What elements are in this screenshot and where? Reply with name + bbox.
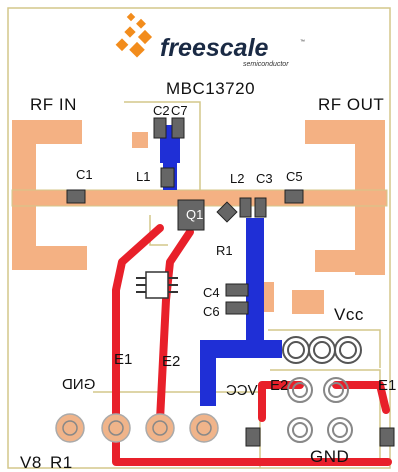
gnd-connectors xyxy=(287,377,353,443)
right-bottom-component xyxy=(379,427,395,447)
rf-in-pads xyxy=(12,120,87,270)
l2-label: L2 xyxy=(230,171,245,186)
small-ic xyxy=(136,271,178,299)
c4-component xyxy=(225,283,249,297)
header-connector-hole xyxy=(62,420,78,436)
e1-trace xyxy=(112,224,164,424)
v8-label: V8 xyxy=(20,453,42,472)
c1-component xyxy=(66,189,86,204)
vcc-connector-ring xyxy=(339,341,357,359)
gnd-connector-ring xyxy=(327,417,353,443)
header-connector-pad xyxy=(101,413,131,443)
vcc-connector-ring xyxy=(282,336,310,364)
small-ic-body xyxy=(145,271,169,299)
logo-square xyxy=(129,41,145,58)
e2-label: E2 xyxy=(162,353,181,370)
vcc-connector-ring xyxy=(313,341,331,359)
top-stub-outline xyxy=(124,101,201,190)
freescale-swoosh-icon xyxy=(115,12,153,58)
c7-component xyxy=(171,117,185,139)
board-outlines xyxy=(7,7,391,469)
logo-square xyxy=(137,29,153,45)
header-connectors xyxy=(55,413,219,443)
gnd-connector-ring xyxy=(328,382,344,398)
mirrored-gnd-label: GND xyxy=(62,376,96,393)
logo-brand: freescale xyxy=(160,34,269,62)
mirrored-vcc-label: VCC xyxy=(226,382,258,399)
logo-subtitle: semiconductor xyxy=(243,61,289,68)
l1-component xyxy=(160,167,175,188)
e1-label: E1 xyxy=(114,351,133,368)
c3-component xyxy=(254,197,267,218)
rf-in-pad-bottom xyxy=(12,246,87,270)
l1-pad xyxy=(132,132,148,148)
logo-trademark: ™ xyxy=(300,39,305,45)
header-connector-pad xyxy=(189,413,219,443)
vcc-connectors xyxy=(282,336,362,364)
vcc-connector-ring xyxy=(287,341,305,359)
e2-right-label: E2 xyxy=(270,377,289,394)
header-connector-hole xyxy=(108,420,124,436)
logo-square xyxy=(136,18,146,29)
r1-component xyxy=(216,201,238,223)
vcc-label: Vcc xyxy=(334,305,364,324)
header-connector-pad xyxy=(55,413,85,443)
logo-square xyxy=(124,26,136,38)
vcc-side-pad xyxy=(292,290,324,314)
component-bodies xyxy=(66,117,395,447)
vcc-outline xyxy=(268,329,381,368)
c5-component xyxy=(284,189,304,204)
header-connector-pad xyxy=(145,413,175,443)
gnd-connector-ring xyxy=(292,422,308,438)
c6-component xyxy=(225,301,249,315)
gnd-connector-ring xyxy=(287,377,313,403)
c7-label: C7 xyxy=(171,103,188,118)
vcc-connector-ring xyxy=(308,336,336,364)
rf-out-label: RF OUT xyxy=(318,95,385,114)
board-outline xyxy=(7,7,391,469)
header-connector-hole xyxy=(196,420,212,436)
q1-label: Q1 xyxy=(186,207,204,222)
gnd-connector-ring xyxy=(332,422,348,438)
e1-right-label: E1 xyxy=(378,377,397,394)
small-ic-pins xyxy=(136,277,178,293)
c6-label: C6 xyxy=(203,304,220,319)
gnd-connector-ring xyxy=(323,377,349,403)
rf-in-label: RF IN xyxy=(30,95,77,114)
part-number: MBC13720 xyxy=(166,79,256,98)
logo-square xyxy=(115,38,129,52)
r1-label: R1 xyxy=(216,243,233,258)
rf-out-pad-bottom xyxy=(315,250,385,272)
q1-component xyxy=(177,199,205,231)
c1-label: C1 xyxy=(76,167,93,182)
e2-right-trace xyxy=(258,381,304,422)
c4-label: C4 xyxy=(203,285,220,300)
q1-outline xyxy=(149,215,168,246)
vcc-connector-ring xyxy=(334,336,362,364)
gnd-connector-ring xyxy=(287,417,313,443)
e1-right-trace xyxy=(332,381,390,414)
gnd-label: GND xyxy=(310,447,350,466)
gnd-connector-ring xyxy=(292,382,308,398)
vcc-feed-trace xyxy=(246,218,264,356)
l2-component xyxy=(239,197,252,218)
vcc-horizontal-trace xyxy=(206,340,282,358)
l1-label: L1 xyxy=(136,169,151,184)
logo-square xyxy=(126,12,136,22)
c5-label: C5 xyxy=(286,169,303,184)
left-bottom-component xyxy=(245,427,261,447)
header-connector-hole xyxy=(152,420,168,436)
vcc-drop-trace xyxy=(200,340,216,406)
c2-label: C2 xyxy=(153,103,170,118)
c2-component xyxy=(153,117,167,139)
c3-label: C3 xyxy=(256,171,273,186)
r1-bottom-label: R1 xyxy=(50,453,73,472)
